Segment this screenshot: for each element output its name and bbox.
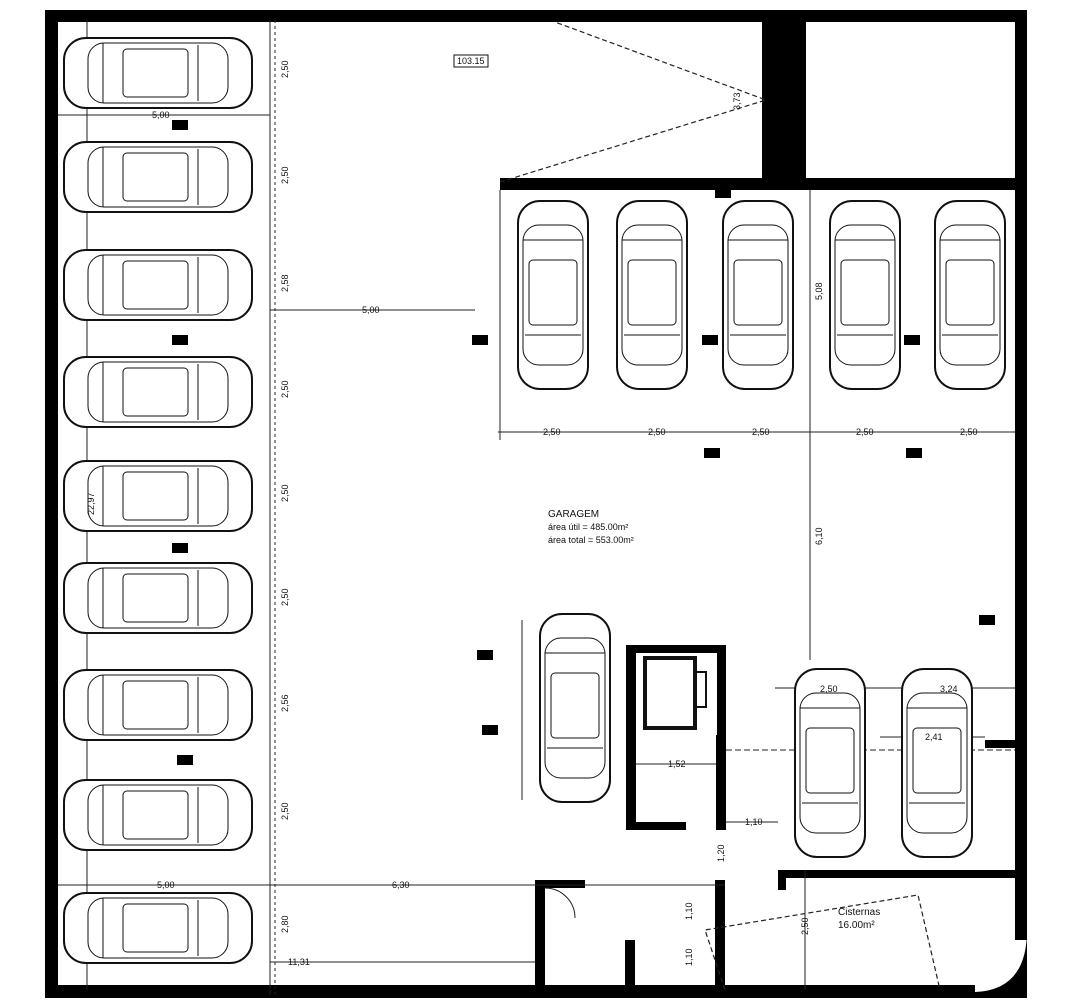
garage-label: GARAGEM área útil = 485.00m² área total … bbox=[548, 509, 634, 545]
parked-car bbox=[63, 779, 253, 851]
dim-door-b: 1,20 bbox=[716, 844, 726, 862]
dim-left-bay: 2,50 bbox=[280, 380, 290, 398]
pillar bbox=[172, 120, 188, 130]
pillar bbox=[472, 335, 488, 345]
level-tag: 103.15 bbox=[457, 56, 485, 66]
parked-car bbox=[63, 562, 253, 634]
parked-car bbox=[901, 668, 973, 858]
pillar bbox=[704, 448, 720, 458]
usable-area: área útil = 485.00m² bbox=[548, 522, 628, 532]
dim-top-bay: 2,50 bbox=[856, 427, 874, 437]
pillar bbox=[904, 335, 920, 345]
dim-stair-width: 1,52 bbox=[668, 759, 686, 769]
dim-left-bay: 2,56 bbox=[280, 694, 290, 712]
dim-left-bay: 2,50 bbox=[280, 60, 290, 78]
dim-cistern-depth: 2,50 bbox=[800, 917, 810, 935]
dim-left-total: 22,97 bbox=[86, 492, 96, 515]
pillar bbox=[482, 725, 498, 735]
dim-left-bay: 2,58 bbox=[280, 274, 290, 292]
pillar bbox=[979, 615, 995, 625]
outer-walls bbox=[45, 10, 1027, 998]
parked-car bbox=[794, 668, 866, 858]
dim-right-bay-c: 2,41 bbox=[925, 732, 943, 742]
parked-car bbox=[934, 200, 1006, 390]
parked-car bbox=[63, 892, 253, 964]
dimension-labels: 2,50 2,50 2,58 2,50 2,50 2,50 2,56 2,50 … bbox=[86, 60, 978, 967]
dim-left-bay: 2,50 bbox=[280, 484, 290, 502]
parked-car bbox=[63, 141, 253, 213]
cistern-name: Cisternas bbox=[838, 907, 880, 918]
parking-spaces bbox=[63, 37, 1006, 964]
parked-car bbox=[517, 200, 589, 390]
cistern-area: 16.00m² bbox=[838, 920, 875, 931]
dim-bottom-total: 11,31 bbox=[288, 957, 310, 967]
dim-stair-a: 1,10 bbox=[684, 902, 694, 920]
pillar bbox=[177, 755, 193, 765]
dim-right-bay-b: 3,24 bbox=[940, 684, 958, 694]
dim-left-bay: 2,50 bbox=[280, 166, 290, 184]
parked-car bbox=[539, 613, 611, 803]
parked-car bbox=[722, 200, 794, 390]
room-name: GARAGEM bbox=[548, 509, 599, 520]
parked-car bbox=[63, 356, 253, 428]
dim-top-depth: 5,08 bbox=[814, 282, 824, 300]
total-area: área total = 553.00m² bbox=[548, 535, 634, 545]
parked-car bbox=[829, 200, 901, 390]
parked-car bbox=[63, 37, 253, 109]
dim-aisle-width: 5,00 bbox=[362, 305, 380, 315]
dim-door-a: 1,10 bbox=[745, 817, 763, 827]
dim-bottom-run: 6,30 bbox=[392, 880, 410, 890]
dim-left-bay: 2,80 bbox=[280, 915, 290, 933]
dim-top-bay: 2,50 bbox=[648, 427, 666, 437]
pillar bbox=[172, 543, 188, 553]
pillar bbox=[477, 650, 493, 660]
parked-car bbox=[63, 669, 253, 741]
level-tag-box bbox=[453, 54, 489, 68]
pillar bbox=[715, 188, 731, 198]
pillars bbox=[172, 120, 995, 765]
pillar bbox=[702, 335, 718, 345]
dim-left-bay: 2,50 bbox=[280, 802, 290, 820]
dim-left-depth-bottom: 5,00 bbox=[157, 880, 175, 890]
elevator-core bbox=[535, 645, 1018, 990]
parked-car bbox=[616, 200, 688, 390]
dim-stair-b: 1,10 bbox=[684, 948, 694, 966]
dim-ramp: 3,73 bbox=[732, 92, 742, 110]
dim-left-bay: 2,50 bbox=[280, 588, 290, 606]
dim-center-aisle: 6,10 bbox=[814, 527, 824, 545]
dim-right-bay-a: 2,50 bbox=[820, 684, 838, 694]
dim-top-bay: 2,50 bbox=[543, 427, 561, 437]
pillar bbox=[906, 448, 922, 458]
parked-car bbox=[63, 460, 253, 532]
dim-top-bay: 2,50 bbox=[752, 427, 770, 437]
pillar bbox=[172, 335, 188, 345]
parked-car bbox=[63, 249, 253, 321]
dim-left-depth-top: 5,00 bbox=[152, 110, 170, 120]
dim-top-bay: 2,50 bbox=[960, 427, 978, 437]
